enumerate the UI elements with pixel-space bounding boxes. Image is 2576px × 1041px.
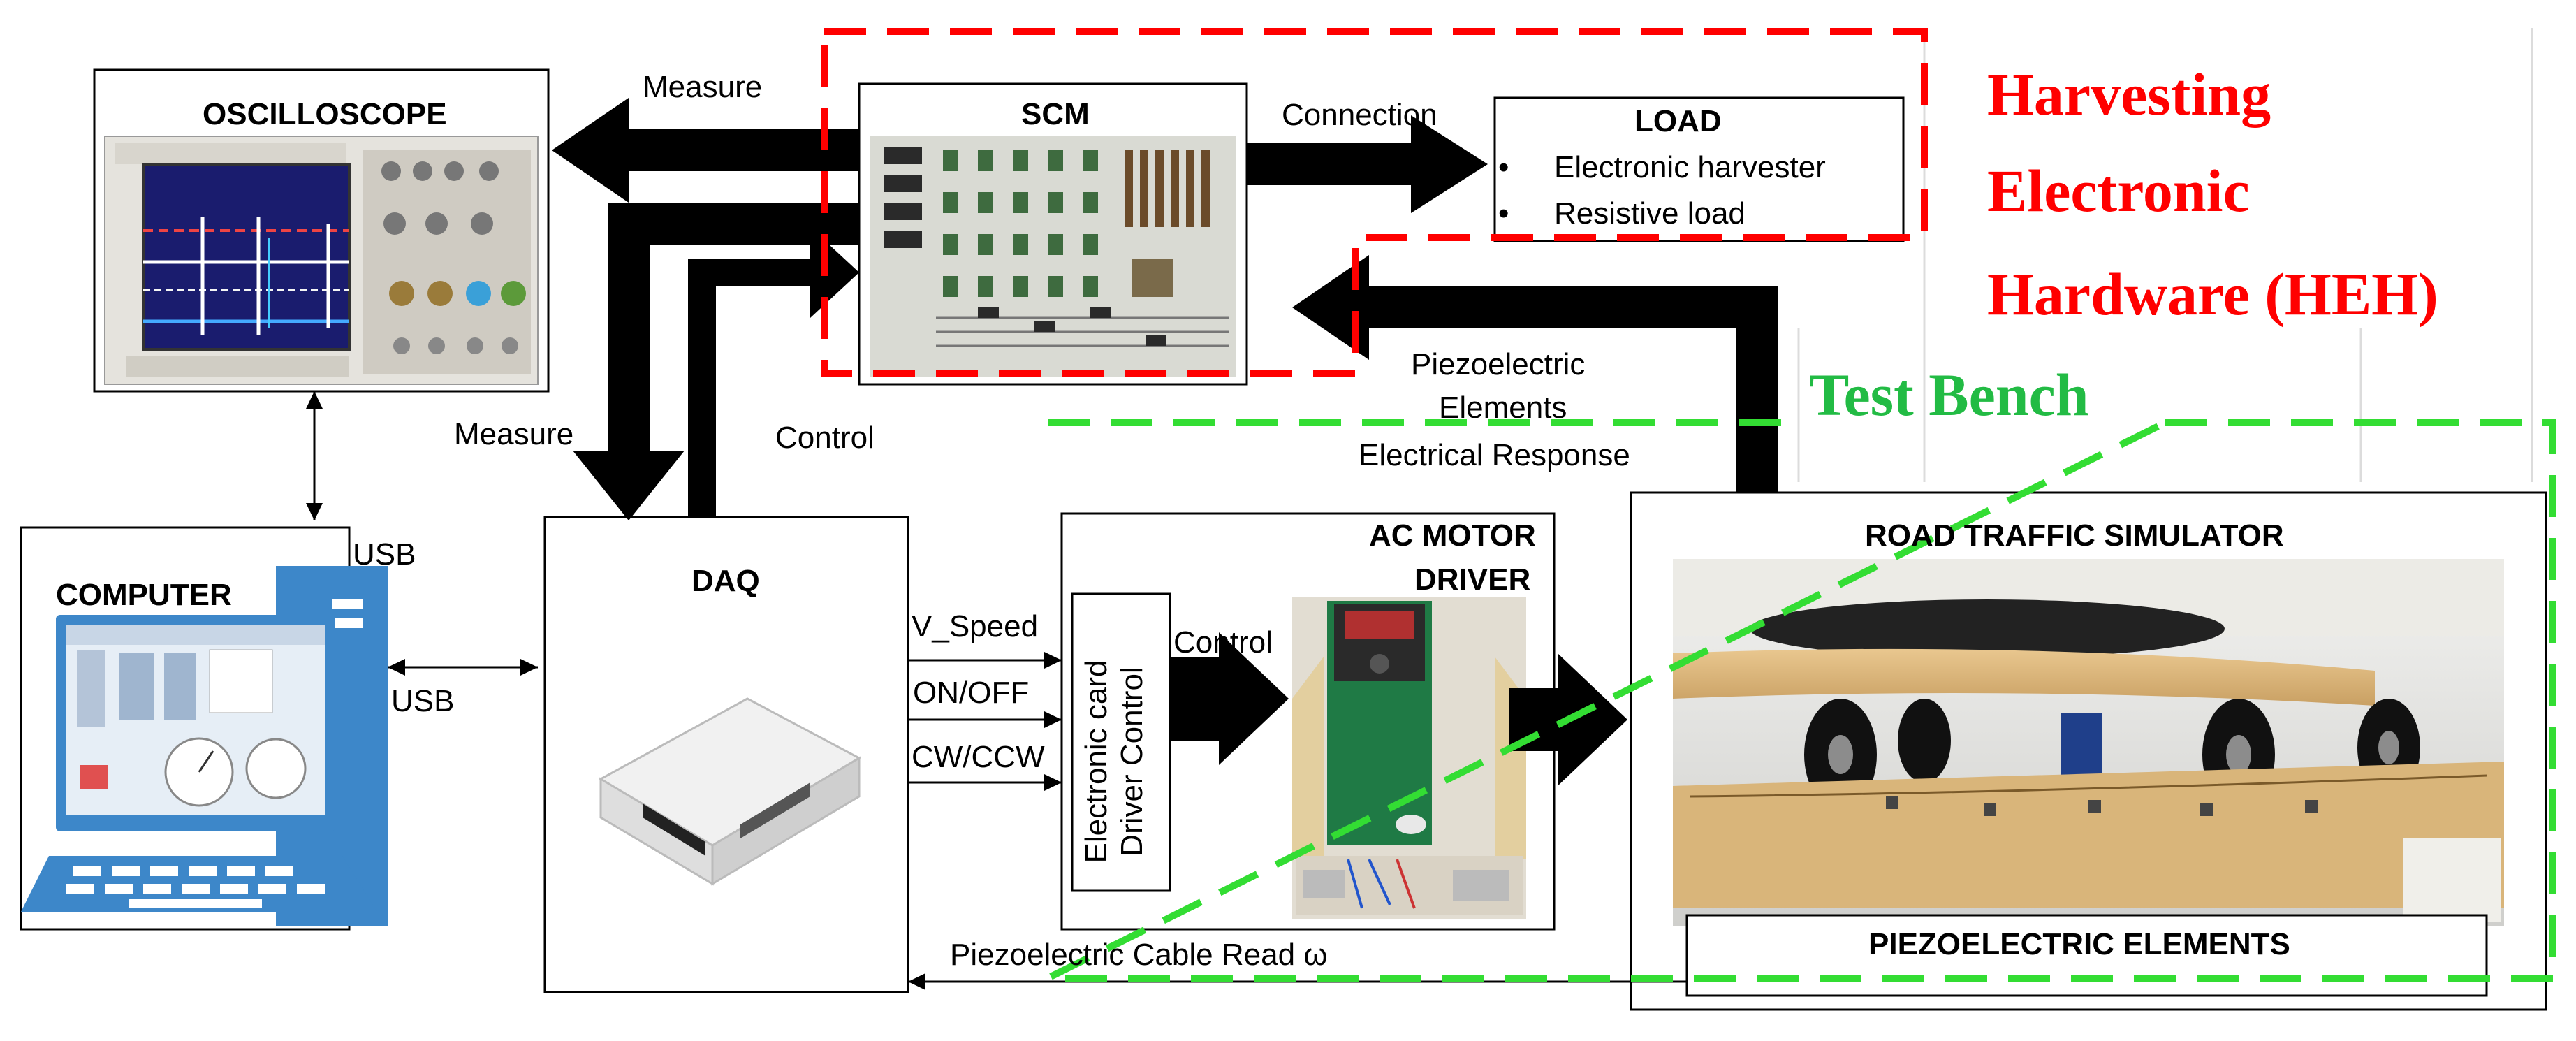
- daq-title: DAQ: [691, 564, 760, 598]
- scm-board-photo: [870, 136, 1236, 377]
- ac-motor-driver-block: [1060, 512, 1556, 931]
- electronic-card-box: [1071, 592, 1171, 892]
- electronic-card-line1: Electronic card: [1079, 660, 1113, 864]
- on-off-label: ON/OFF: [913, 676, 1030, 710]
- piezo-response-line3: Electrical Response: [1359, 438, 1630, 472]
- piezo-elements-box: [1685, 914, 2488, 997]
- usb-label-horizontal: USB: [391, 684, 455, 718]
- motor-driver-photo: [1292, 597, 1526, 919]
- piezo-response-line1: Piezoelectric: [1411, 347, 1586, 381]
- heh-title-line2: Electronic: [1987, 157, 2250, 224]
- signal-lines: [313, 391, 1687, 983]
- connection-label: Connection: [1282, 98, 1437, 132]
- piezo-elements-title: PIEZOELECTRIC ELEMENTS: [1868, 927, 2290, 961]
- electronic-card-label: Electronic card Driver Control: [1079, 629, 1156, 894]
- daq-device-icon: [598, 697, 862, 886]
- load-item-resistive: Resistive load: [1498, 198, 1826, 229]
- electronic-card-line2: Driver Control: [1114, 667, 1149, 857]
- heh-title-line3: Hardware (HEH): [1987, 261, 2438, 328]
- road-simulator-title: ROAD TRAFFIC SIMULATOR: [1865, 518, 2284, 553]
- measure-label-top: Measure: [643, 70, 763, 104]
- road-simulator-photo: [1673, 559, 2504, 926]
- oscilloscope-block: [93, 68, 550, 393]
- oscilloscope-photo: [104, 136, 539, 385]
- v-speed-label: V_Speed: [912, 609, 1039, 643]
- test-bench-title: Test Bench: [1809, 361, 2089, 428]
- measure-label-left: Measure: [454, 417, 574, 451]
- control-motor-label: Control: [1173, 625, 1273, 660]
- test-bench-boundary: [1046, 419, 2556, 982]
- control-daq-label: Control: [775, 421, 874, 455]
- scm-title: SCM: [1021, 97, 1090, 131]
- computer-title: COMPUTER: [56, 578, 232, 612]
- signal-arrowheads: [306, 391, 1062, 990]
- ac-motor-title-line2: DRIVER: [1414, 562, 1531, 597]
- computer-icon: [21, 566, 388, 926]
- load-item-harvester: Electronic harvester: [1498, 152, 1826, 183]
- daq-block: [543, 516, 909, 993]
- heh-title-line1: Harvesting: [1987, 61, 2271, 128]
- scm-block: [858, 82, 1248, 386]
- cw-ccw-label: CW/CCW: [912, 740, 1045, 774]
- piezo-cable-label: Piezoelectric Cable Read ω: [950, 938, 1328, 972]
- computer-block: [20, 526, 388, 931]
- road-simulator-block: [1630, 491, 2547, 1011]
- oscilloscope-title: OSCILLOSCOPE: [203, 97, 447, 131]
- ac-motor-title-line1: AC MOTOR: [1369, 518, 1536, 553]
- load-title: LOAD: [1634, 104, 1722, 138]
- load-items: Electronic harvester Resistive load: [1498, 152, 1826, 245]
- usb-label-vertical: USB: [353, 537, 416, 572]
- heh-region-boundary: [821, 28, 1928, 377]
- piezo-response-line2: Elements: [1439, 391, 1567, 425]
